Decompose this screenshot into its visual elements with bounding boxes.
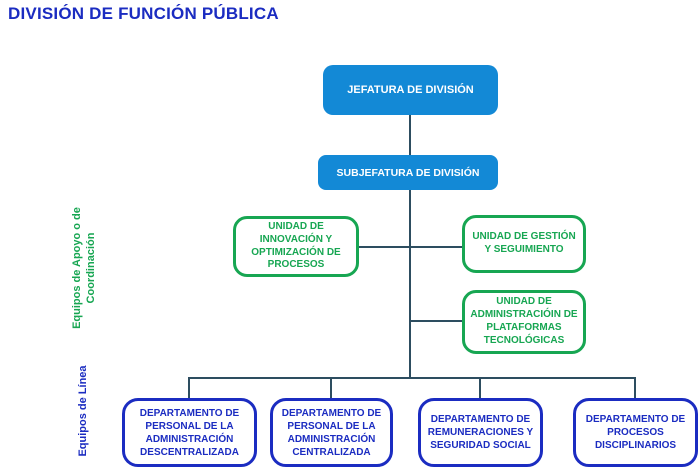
org-box-jefatura: JEFATURA DE DIVISIÓN: [323, 65, 498, 115]
connector-root-to-deputy: [409, 115, 411, 156]
connector-drop-dept-2: [330, 377, 332, 398]
org-box-dept-remuneraciones: DEPARTAMENTO DE REMUNERACIONES Y SEGURID…: [418, 398, 543, 467]
connector-trunk: [409, 190, 411, 379]
org-box-dept-descentralizada: DEPARTAMENTO DE PERSONAL DE LA ADMINISTR…: [122, 398, 257, 467]
org-box-unidad-innovacion: UNIDAD DE INNOVACIÓN Y OPTIMIZACIÓN DE P…: [233, 216, 359, 277]
connector-support-row1: [358, 246, 462, 248]
connector-support-row2: [410, 320, 462, 322]
org-box-dept-disciplinarios: DEPARTAMENTO DE PROCESOS DISCIPLINARIOS: [573, 398, 698, 467]
page-title: DIVISIÓN DE FUNCIÓN PÚBLICA: [8, 4, 279, 23]
org-box-unidad-gestion: UNIDAD DE GESTIÓN Y SEGUIMIENTO: [462, 215, 586, 273]
org-box-subjefatura: SUBJEFATURA DE DIVISIÓN: [318, 155, 498, 190]
connector-drop-dept-4: [634, 377, 636, 398]
side-label-equipos-linea: Equipos de Línea: [76, 365, 89, 457]
connector-departments-bus: [189, 377, 636, 379]
connector-drop-dept-3: [479, 377, 481, 398]
org-box-unidad-plataformas: UNIDAD DE ADMINISTRACIÓIN DE PLATAFORMAS…: [462, 290, 586, 354]
org-box-dept-centralizada: DEPARTAMENTO DE PERSONAL DE LA ADMINISTR…: [270, 398, 393, 467]
side-label-equipos-apoyo: Equipos de Apoyo o de Coordinación: [70, 207, 97, 329]
connector-drop-dept-1: [188, 377, 190, 398]
